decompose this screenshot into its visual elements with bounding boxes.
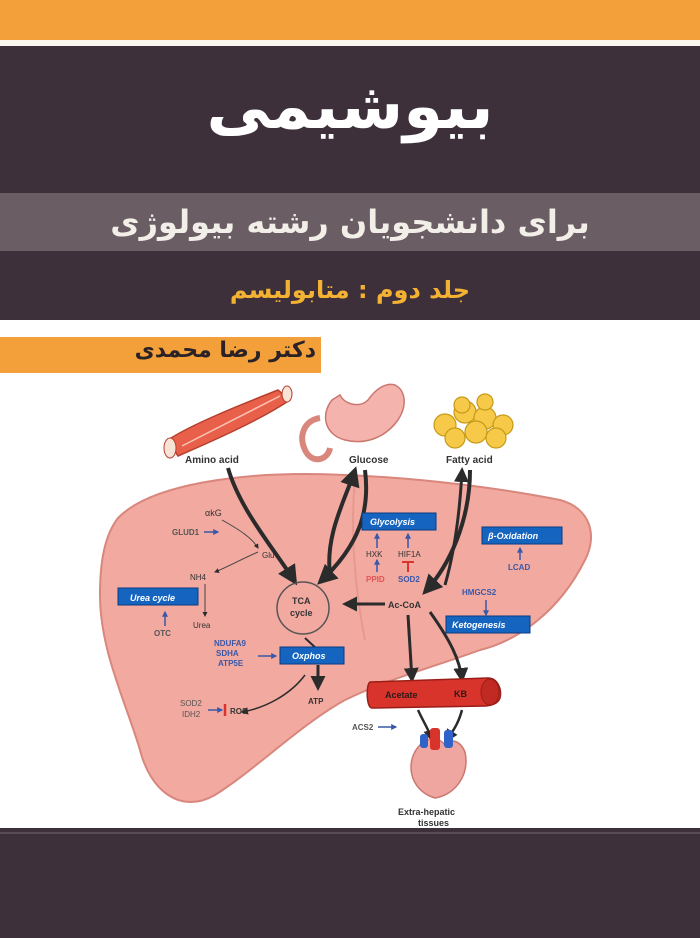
arrow-accoa-to-kb	[428, 611, 469, 683]
tca-cycle-circle	[276, 581, 330, 635]
label-sod2-top: SOD2	[398, 575, 420, 584]
ketogenesis-box	[445, 615, 531, 634]
top-white-stripe	[0, 40, 700, 46]
label-accoa: Ac-CoA	[388, 600, 421, 610]
label-acs2: ACS2	[352, 723, 374, 732]
label-ndufa9: NDUFA9	[214, 639, 247, 648]
top-orange-band	[0, 0, 700, 40]
volume-label: جلد دوم : متابولیسم	[229, 276, 471, 304]
arrow-glu-nh4	[214, 551, 259, 573]
label-atp5e: ATP5E	[218, 659, 244, 668]
arrow-fatty-down	[422, 469, 472, 595]
bottom-band	[0, 828, 700, 938]
label-urea: Urea	[193, 621, 211, 630]
label-acetate: Acetate	[385, 690, 418, 700]
label-sdha: SDHA	[216, 649, 239, 658]
label-hmgcs2: HMGCS2	[462, 588, 497, 597]
label-glud1: GLUD1	[172, 528, 200, 537]
label-oxphos: Oxphos	[292, 651, 326, 661]
label-ros: ROS	[230, 707, 248, 716]
label-atp: ATP	[308, 697, 324, 706]
label-kb: KB	[454, 689, 467, 699]
label-urea-cycle: Urea cycle	[130, 593, 175, 603]
fat-cells-icon	[433, 393, 514, 449]
arrow-glucose-down	[317, 469, 369, 585]
bottom-divider	[0, 832, 700, 834]
arrow-accoa-to-acetate	[403, 614, 419, 683]
label-nh4: NH4	[190, 573, 207, 582]
book-title: بیوشیمی	[206, 70, 494, 144]
book-subtitle: برای دانشجویان رشته بیولوژی	[110, 203, 590, 241]
arrow-akg-glu	[221, 519, 259, 549]
metabolism-diagram: Amino acid Glucose Fatty acid TCA cycle …	[98, 383, 593, 828]
arrow-glucose-up	[327, 466, 360, 576]
label-hxk: HXK	[366, 550, 383, 559]
label-tissues: tissues	[418, 818, 449, 828]
glycolysis-box	[361, 512, 437, 531]
label-extra-hepatic: Extra-hepatic	[398, 807, 455, 817]
arrow-to-ros	[240, 674, 306, 715]
label-tca-cycle: cycle	[290, 608, 313, 618]
label-idh2: IDH2	[182, 710, 201, 719]
muscle-icon	[163, 385, 293, 459]
heart-icon	[410, 728, 467, 799]
label-ketogenesis: Ketogenesis	[452, 620, 506, 630]
stomach-icon	[299, 383, 405, 463]
b-oxidation-box	[481, 526, 563, 545]
label-fatty-acid: Fatty acid	[446, 455, 493, 466]
label-ppid: PPID	[366, 575, 385, 584]
illustration-panel: Amino acid Glucose Fatty acid TCA cycle …	[0, 320, 700, 828]
label-otc: OTC	[154, 629, 171, 638]
oxphos-box	[279, 646, 345, 665]
urea-cycle-box	[117, 587, 199, 606]
label-glu: Glu	[262, 551, 274, 560]
label-hif1a: HIF1A	[398, 550, 421, 559]
liver-lobe-line	[352, 479, 366, 641]
arrow-amino-to-tca	[226, 467, 298, 586]
label-amino-acid: Amino acid	[185, 455, 239, 466]
author-band	[0, 337, 321, 373]
label-glycolysis: Glycolysis	[370, 517, 415, 527]
liver-shape	[98, 473, 593, 803]
label-akg: αkG	[205, 508, 222, 518]
arrow-fatty-up	[443, 467, 469, 586]
subtitle-band	[0, 193, 700, 251]
author-name: دکتر رضا محمدی	[134, 338, 316, 363]
label-sod2: SOD2	[180, 699, 202, 708]
label-tca: TCA	[292, 596, 311, 606]
label-glucose: Glucose	[349, 455, 389, 466]
artery-icon	[366, 677, 502, 709]
label-lcad: LCAD	[508, 563, 530, 572]
label-b-oxidation: β-Oxidation	[487, 531, 539, 541]
inhibit-sod2	[402, 561, 414, 572]
